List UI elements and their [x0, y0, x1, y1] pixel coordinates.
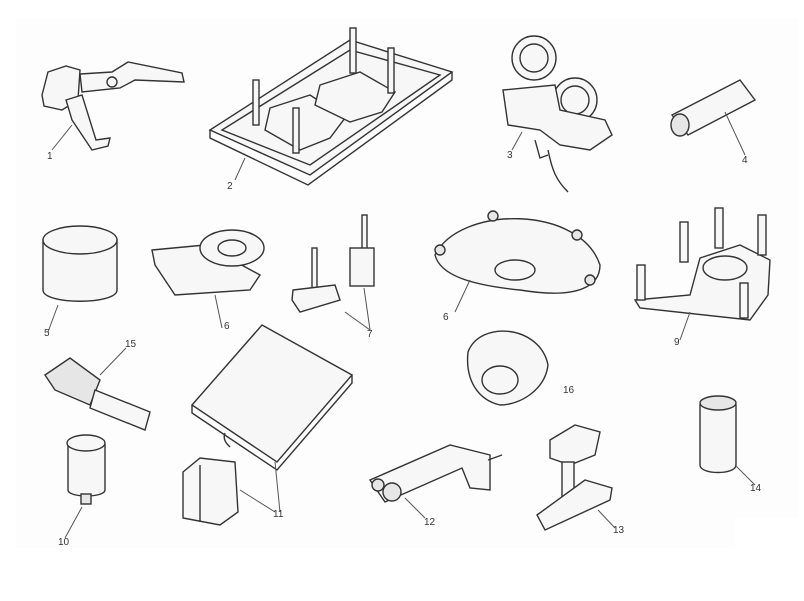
callout-label: 12	[424, 517, 436, 528]
part-16-castellated-socket	[466, 330, 549, 406]
part-1-lever-clamp	[41, 61, 185, 151]
callout-label: 2	[227, 181, 233, 192]
callout-label: 11	[273, 509, 284, 520]
callout-label: 14	[750, 483, 762, 494]
callout-label: 16	[563, 385, 575, 396]
part-15-threaded-spindle	[44, 347, 151, 431]
part-4-tubular-drift	[670, 79, 757, 156]
part-3-dial-gauge-holder	[502, 35, 613, 193]
part-5-ring-sleeve	[42, 225, 118, 333]
callout-label: 5	[44, 328, 50, 339]
callout-label: 13	[613, 525, 625, 536]
callout-label: 10	[58, 537, 70, 548]
callout-label: 6	[443, 312, 449, 323]
callout-label: 9	[674, 337, 680, 348]
callout-label: 4	[742, 155, 748, 166]
callout-label: 3	[507, 150, 513, 161]
callout-label: 6	[224, 321, 230, 332]
bottom-margin	[0, 548, 804, 601]
part-12-l-bracket	[368, 444, 503, 519]
part-13-t-handle-puller	[536, 424, 616, 531]
callout-label: 1	[47, 151, 53, 162]
part-10-socket-adapter	[64, 434, 106, 539]
part-11-tray-and-block	[182, 324, 354, 526]
diagram-canvas	[16, 18, 798, 548]
part-14-cylindrical-sleeve	[699, 395, 756, 486]
part-6-round-plate	[434, 210, 601, 313]
part-9-fixture-plate	[633, 207, 771, 341]
callout-label: 7	[367, 329, 373, 340]
part-7-pins	[291, 214, 375, 331]
callout-label: 15	[125, 339, 137, 350]
part-6-bracket-ring	[151, 229, 265, 329]
corner-patch	[735, 518, 804, 548]
part-2-base-plate	[208, 27, 454, 186]
